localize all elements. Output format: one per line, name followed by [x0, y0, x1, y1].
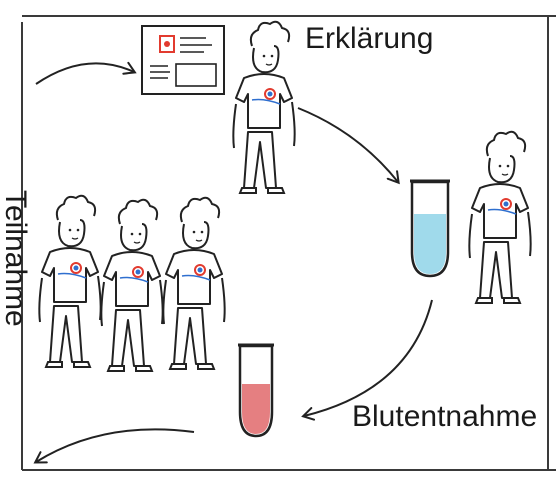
arrow-icon — [33, 428, 195, 464]
blood-draw-label: Blutentnahme — [352, 400, 538, 433]
arrow-icon — [301, 299, 433, 421]
person-icon — [468, 130, 532, 304]
test-tube-icon — [238, 343, 274, 438]
person-icon — [100, 198, 164, 372]
test-tube-icon — [410, 179, 450, 278]
person-icon — [38, 194, 102, 368]
person-icon — [162, 196, 226, 370]
explanation-label: Erklärung — [305, 22, 434, 55]
person-icon — [232, 20, 296, 194]
frame-border — [21, 15, 556, 471]
document-icon — [141, 25, 225, 95]
arrow-icon — [35, 61, 137, 85]
arrow-icon — [297, 107, 400, 185]
participation-label: Teilnahme — [0, 190, 32, 327]
